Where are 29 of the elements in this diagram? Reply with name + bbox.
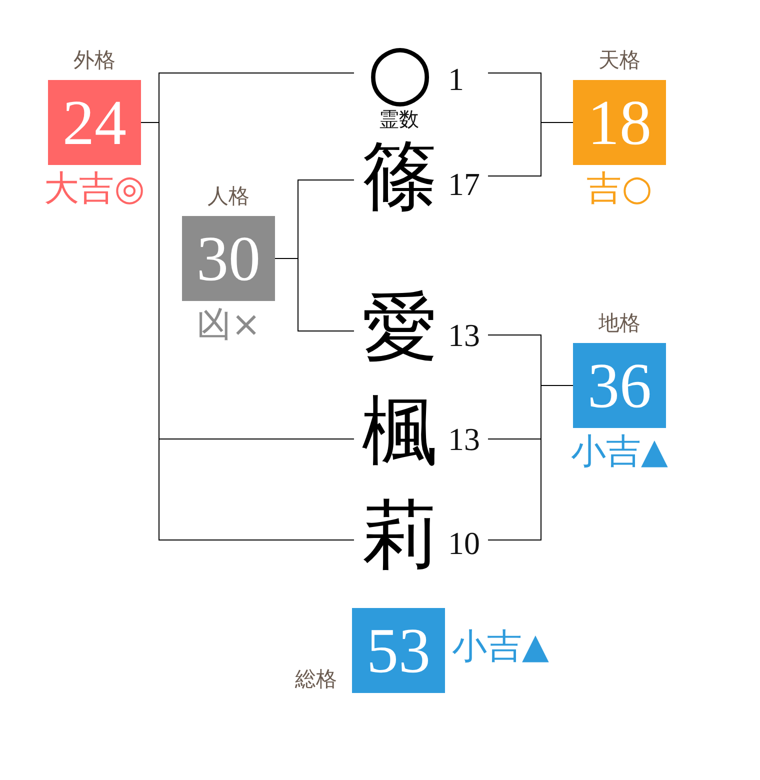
name-character: 愛	[362, 289, 438, 365]
stroke-count: 13	[448, 319, 480, 351]
name-character: 莉	[362, 497, 438, 573]
stroke-count: 10	[448, 527, 480, 559]
fortune-rating: 吉○	[586, 171, 652, 207]
fortune-rating: 小吉▲	[571, 434, 668, 470]
category-label: 天格	[598, 48, 640, 72]
stroke-count: 1	[448, 63, 464, 95]
category-label: 人格	[208, 184, 250, 208]
fortune-rating: 大吉◎	[44, 171, 145, 207]
score-box: 36	[573, 343, 666, 428]
category-label: 外格	[74, 48, 116, 72]
stroke-count: 13	[448, 423, 480, 455]
connector-line	[274, 258, 354, 332]
connector-line	[488, 122, 574, 176]
category-label: 地格	[598, 311, 640, 335]
stroke-count: 17	[448, 168, 480, 200]
score-box: 53	[352, 608, 445, 693]
fortune-rating: 凶×	[196, 307, 261, 343]
name-character: 篠	[362, 138, 438, 214]
circle-character: ○	[366, 33, 434, 109]
connector-line	[488, 385, 574, 540]
score-box: 18	[573, 80, 666, 165]
score-box: 30	[182, 216, 275, 301]
caption-label: 霊数	[379, 108, 419, 130]
category-label: 総格	[295, 667, 337, 691]
score-box: 24	[48, 80, 141, 165]
name-character: 楓	[362, 393, 438, 469]
fortune-rating: 小吉▲	[452, 628, 549, 664]
